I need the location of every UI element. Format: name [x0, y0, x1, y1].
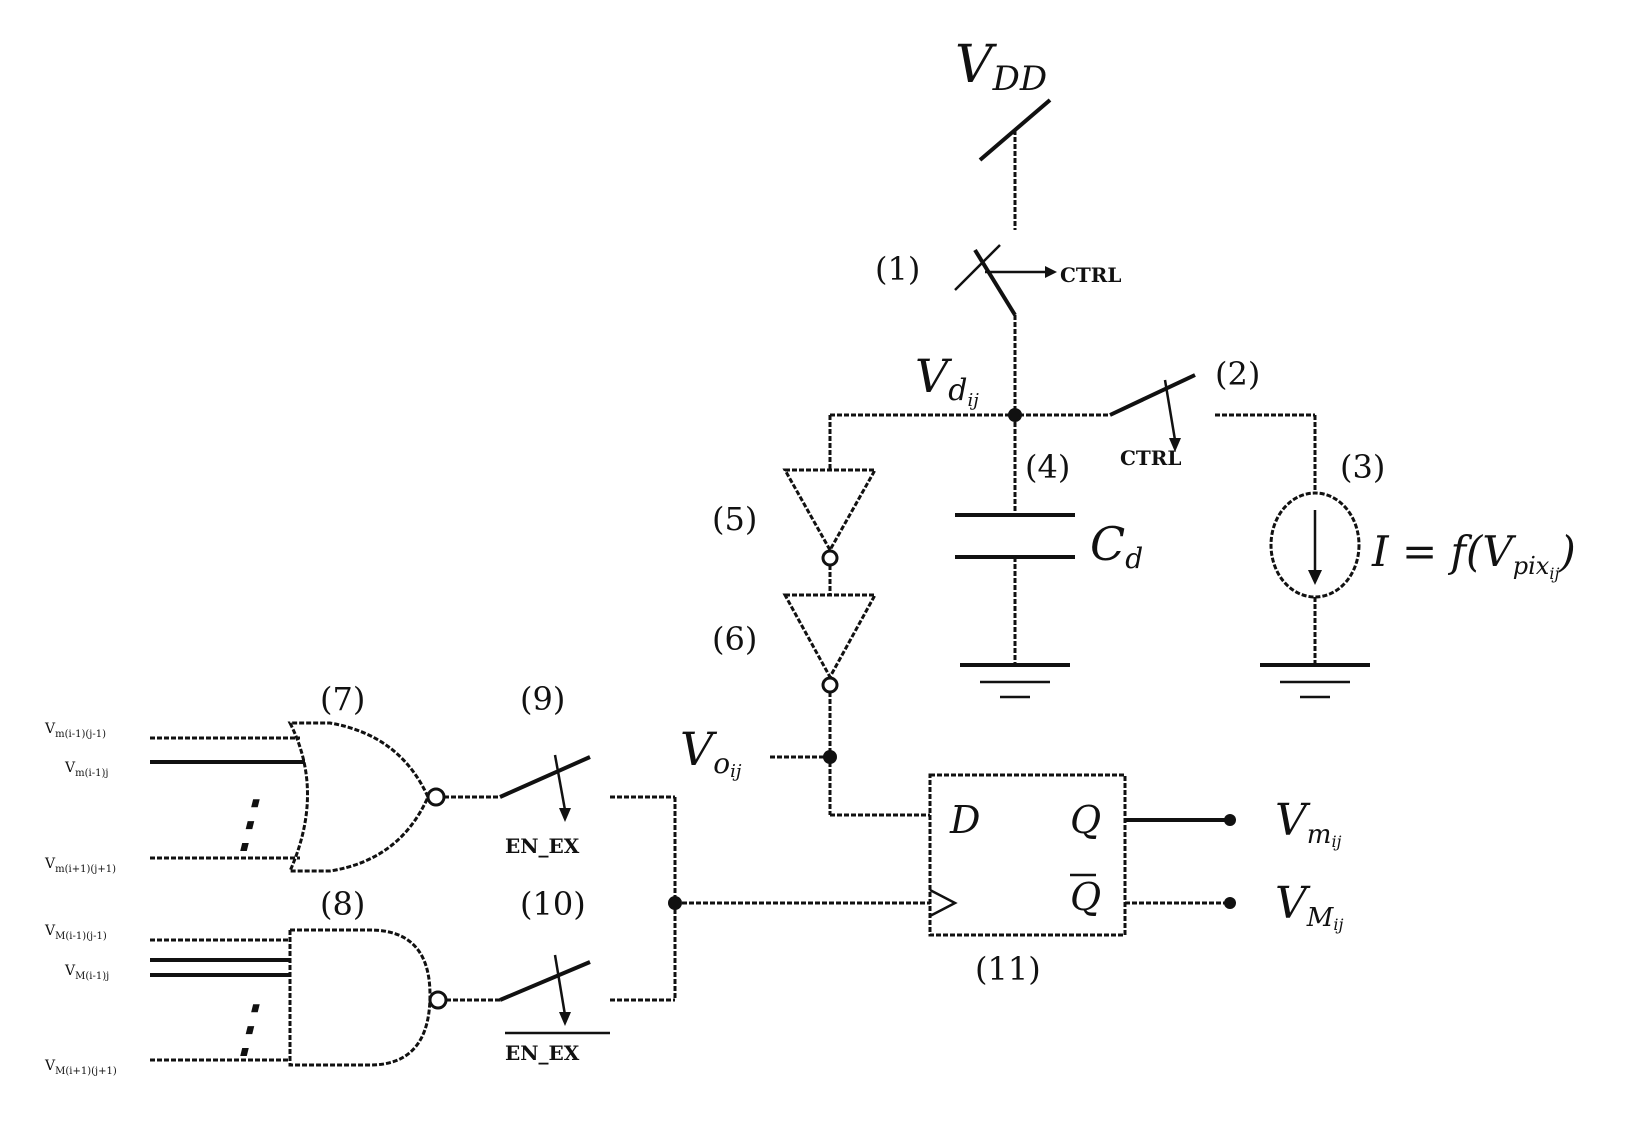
capacitor: (4) Cd: [955, 415, 1143, 697]
inverter-5: [785, 470, 875, 550]
switch-9: (9) EN_EX: [444, 680, 590, 858]
nand-ellipsis: ⋮: [213, 992, 277, 1066]
switch-1-number: (1): [875, 250, 920, 288]
vdd-supply: VDD: [955, 35, 1050, 230]
vo-node-label: Voij: [680, 722, 742, 782]
clock-junction: [610, 797, 930, 1000]
output-vm-label: Vmij: [1275, 795, 1342, 851]
current-source-number: (3): [1340, 448, 1385, 486]
switch-2: (2) CTRL: [1110, 355, 1315, 505]
switch-1: (1) CTRL: [875, 245, 1121, 415]
capacitor-label: Cd: [1090, 517, 1143, 575]
flipflop-number: (11): [975, 950, 1041, 988]
output-vM-label: VMij: [1275, 878, 1344, 934]
nand-gate: (8) ⋮ VM(i-1)(j-1) VM(i-1)j VM(i+1)(j+1): [44, 885, 446, 1077]
vd-node-label: Vdij: [915, 349, 979, 411]
ff-q-label: Q: [1070, 798, 1101, 842]
nor-gate: (7) ⋮ Vm(i-1)(j-1) Vm(i-1)j Vm(i+1)(j+1): [44, 680, 444, 875]
nor-input-1: Vm(i-1)(j-1): [44, 721, 106, 740]
switch-2-number: (2): [1215, 355, 1260, 393]
d-flip-flop: D Q Q (11) Vmij VMij: [930, 775, 1344, 988]
capacitor-number: (4): [1025, 448, 1070, 486]
current-source: (3) I = f(Vpixij): [1260, 448, 1576, 697]
switch-9-ctrl-label: EN_EX: [505, 834, 580, 858]
inverter-chain: (5) (6): [712, 415, 875, 815]
nor-ellipsis: ⋮: [213, 787, 277, 861]
nand-input-3: VM(i+1)(j+1): [44, 1058, 117, 1077]
switch-2-ctrl-label: CTRL: [1120, 446, 1181, 470]
vo-node: Voij: [680, 722, 930, 815]
nor-input-3: Vm(i+1)(j+1): [44, 856, 116, 875]
nand-input-2: VM(i-1)j: [64, 963, 109, 982]
switch-10-number: (10): [520, 885, 586, 923]
switch-9-number: (9): [520, 680, 565, 718]
inverter-6: [785, 595, 875, 677]
inverter-5-number: (5): [712, 500, 757, 538]
switch-10: (10) EN_EX: [446, 885, 610, 1065]
switch-10-ctrl-label: EN_EX: [505, 1041, 580, 1065]
nand-gate-number: (8): [320, 885, 365, 923]
nand-input-1: VM(i-1)(j-1): [44, 923, 107, 942]
ff-qbar-label: Q: [1070, 875, 1101, 919]
inverter-6-number: (6): [712, 620, 757, 658]
nor-input-2: Vm(i-1)j: [64, 760, 108, 779]
vdd-label: VDD: [955, 35, 1047, 99]
nor-gate-number: (7): [320, 680, 365, 718]
ff-d-label: D: [949, 798, 980, 842]
switch-1-ctrl-label: CTRL: [1060, 263, 1121, 287]
current-formula: I = f(Vpixij): [1371, 527, 1576, 583]
